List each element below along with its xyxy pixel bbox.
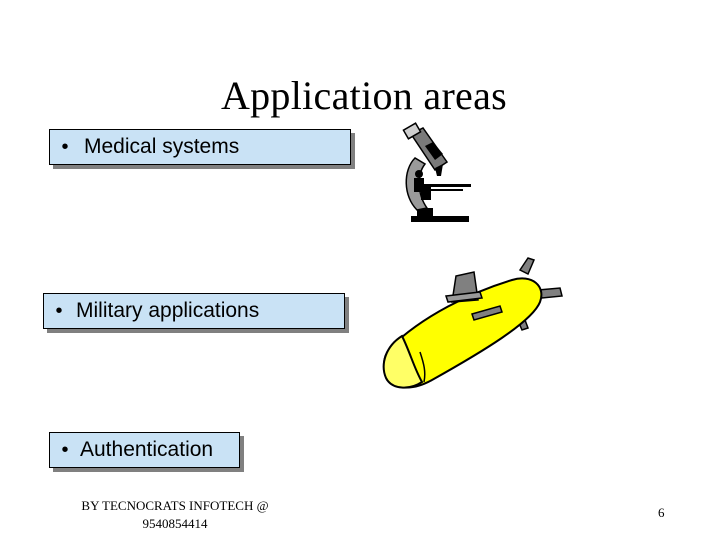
bullet-marker: • <box>55 299 63 322</box>
bullet-label: Military applications <box>76 299 260 322</box>
bullet-medical-systems: • Medical systems <box>49 129 351 165</box>
slide-title: Application areas <box>220 73 508 118</box>
microscope-icon <box>402 122 471 222</box>
bullet-marker: • <box>61 135 69 158</box>
page-number: 6 <box>658 505 665 520</box>
bullet-military-applications: • Military applications <box>43 293 345 329</box>
bullet-authentication: • Authentication <box>49 432 240 468</box>
footer-line-1: BY TECNOCRATS INFOTECH @ <box>81 498 269 513</box>
bullet-label: Authentication <box>80 438 214 461</box>
footer-credit: BY TECNOCRATS INFOTECH @ 9540854414 <box>60 497 290 533</box>
bullet-marker: • <box>61 438 69 461</box>
footer-line-2: 9540854414 <box>142 516 208 531</box>
submarine-icon <box>382 257 563 389</box>
bullet-label: Medical systems <box>84 135 240 158</box>
